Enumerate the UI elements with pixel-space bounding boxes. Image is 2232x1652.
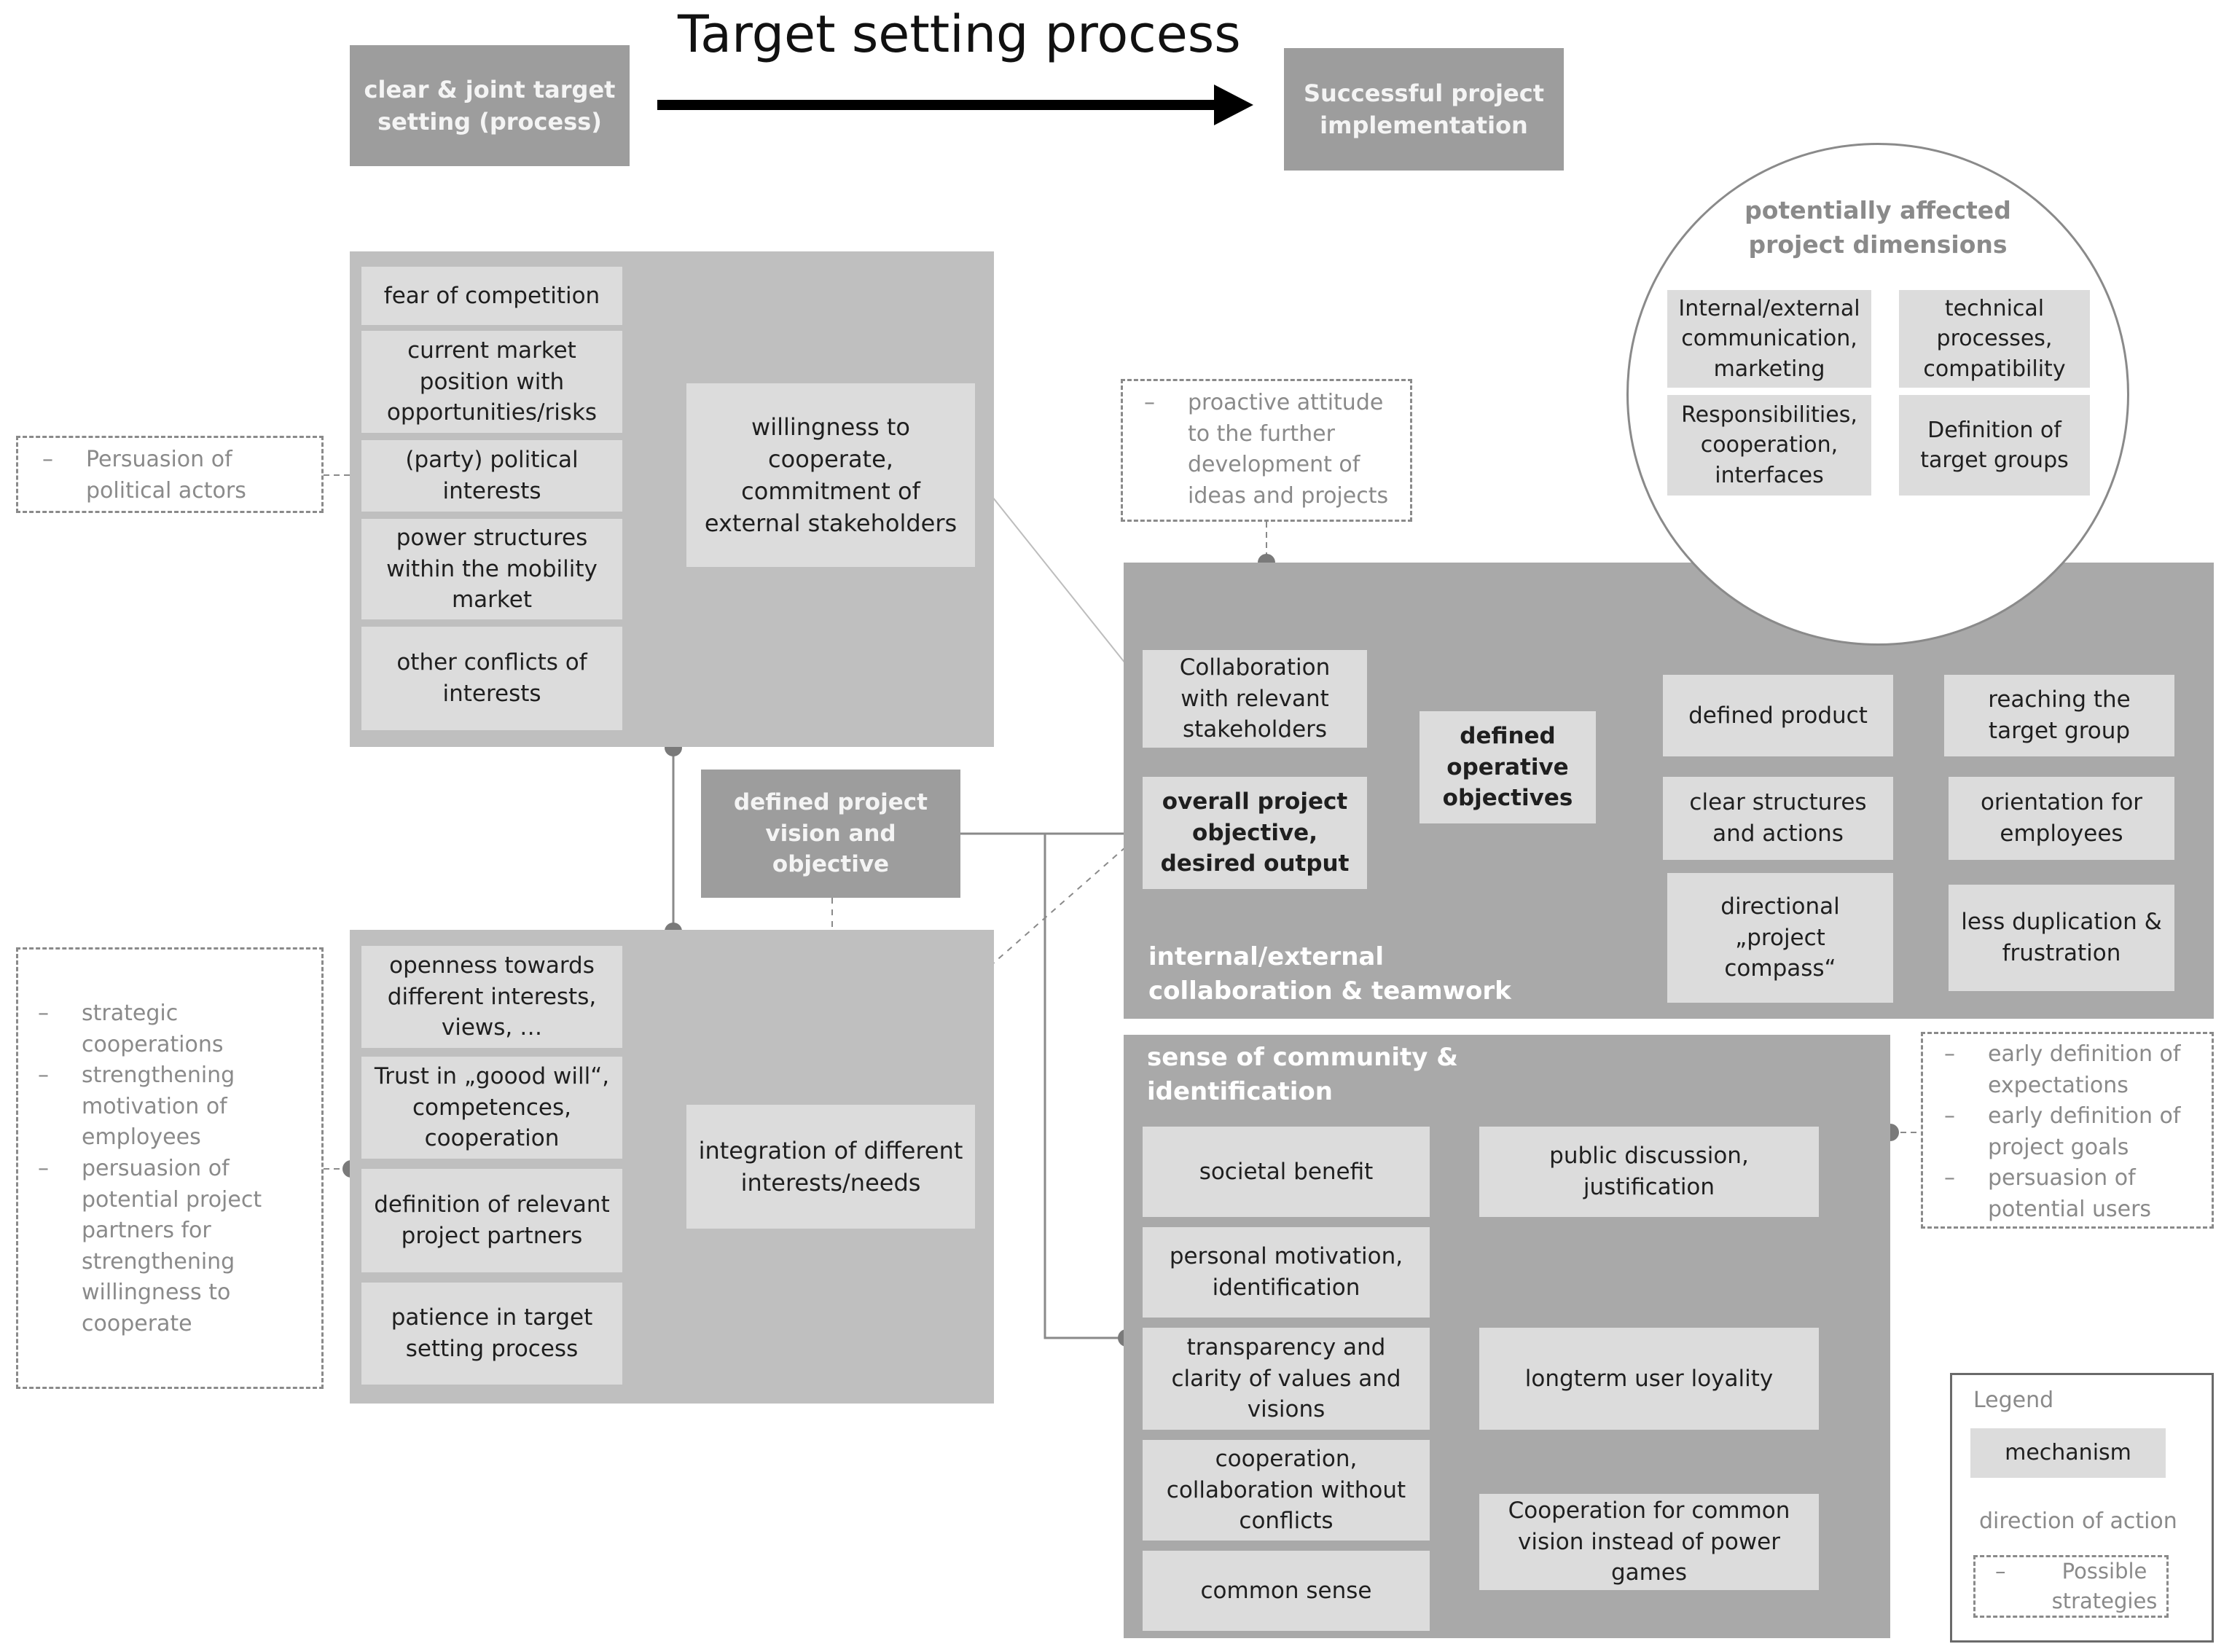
legend-direction-label: direction of action [1979, 1508, 2177, 1534]
common-sense-box: common sense [1143, 1551, 1430, 1631]
legend-strategy-item: Possible strategies [1995, 1557, 2170, 1616]
factor-market-position: current market position with opportuniti… [361, 331, 622, 433]
factor-patience: patience in target setting process [361, 1283, 622, 1385]
dimensions-title: potentially affected project dimensions [1745, 196, 2011, 259]
factor-fear-of-competition: fear of competition [361, 267, 622, 325]
personal-motivation-box: personal motivation, identification [1143, 1227, 1430, 1318]
legend-title: Legend [1973, 1387, 2054, 1413]
common-vision-box: Cooperation for common vision instead of… [1479, 1494, 1819, 1590]
successful-implementation-box: Successful project implementation [1284, 48, 1564, 171]
strategy-item: strategic cooperations [38, 998, 308, 1060]
clear-structures-box: clear structures and actions [1663, 777, 1893, 860]
collab-stakeholders-box: Collaboration with relevant stakeholders [1143, 650, 1367, 748]
process-arrow-head [1214, 85, 1253, 125]
dimensions-circle [1626, 143, 2129, 646]
public-discussion-box: public discussion, justification [1479, 1127, 1819, 1217]
strategy-list-right: early definition of expectations early d… [1944, 1039, 2206, 1226]
dimension-technical: technical processes, compatibility [1899, 290, 2090, 388]
strategy-item: strengthening motivation of employees [38, 1060, 308, 1154]
dimension-communication: Internal/external communication, marketi… [1667, 290, 1871, 388]
strategy-item: early definition of project goals [1944, 1101, 2206, 1163]
factor-trust: Trust in „goood will“, competences, coop… [361, 1057, 622, 1159]
mechanism-integration: integration of different interests/needs [686, 1105, 975, 1229]
strategy-item: persuasion of potential project partners… [38, 1154, 308, 1340]
mechanism-willingness: willingness to cooperate, commitment of … [686, 383, 975, 567]
factor-project-partners: definition of relevant project partners [361, 1169, 622, 1272]
transparency-box: transparency and clarity of values and v… [1143, 1328, 1430, 1430]
clear-target-setting-box: clear & joint target setting (process) [350, 45, 630, 166]
factor-power-structures: power structures within the mobility mar… [361, 519, 622, 619]
connector-line [1043, 834, 1124, 1339]
operative-objectives-box: defined operative objectives [1420, 711, 1596, 823]
cooperation-no-conflict-box: cooperation, collaboration without confl… [1143, 1440, 1430, 1541]
legend-strategies-label: Possible strategies [1995, 1557, 2170, 1616]
community-label: sense of community & identification [1147, 1043, 1458, 1106]
defined-product-box: defined product [1663, 675, 1893, 756]
page-title: Target setting process [678, 4, 1241, 64]
strategy-item: persuasion of potential users [1944, 1163, 2206, 1225]
collaboration-label: internal/external collaboration & teamwo… [1148, 942, 1511, 1006]
strategy-list-cooperation: strategic cooperations strengthening mot… [38, 998, 308, 1340]
strategy-item: Persuasion of political actors [42, 445, 319, 506]
strategy-list-proactive: proactive attitude to the further develo… [1144, 388, 1406, 512]
strategy-list-political: Persuasion of political actors [42, 445, 319, 506]
strategy-item: proactive attitude to the further develo… [1144, 388, 1406, 512]
overall-objective-box: overall project objective, desired outpu… [1143, 777, 1367, 889]
reaching-target-group-box: reaching the target group [1944, 675, 2174, 756]
longterm-loyalty-box: longterm user loyality [1479, 1328, 1819, 1430]
factor-political-interests: (party) political interests [361, 440, 622, 512]
less-duplication-box: less duplication & frustration [1949, 885, 2174, 991]
dimension-target-groups: Definition of target groups [1899, 395, 2090, 496]
orientation-employees-box: orientation for employees [1949, 777, 2174, 860]
factor-openness: openness towards different interests, vi… [361, 946, 622, 1048]
dimension-responsibilities: Responsibilities, cooperation, interface… [1667, 395, 1871, 496]
defined-vision-box: defined project vision and objective [701, 770, 960, 898]
societal-benefit-box: societal benefit [1143, 1127, 1430, 1217]
connector-line [974, 474, 1143, 686]
project-compass-box: directional „project compass“ [1667, 873, 1893, 1003]
factor-other-conflicts: other conflicts of interests [361, 627, 622, 730]
legend-mechanism-swatch: mechanism [1970, 1428, 2166, 1478]
strategy-item: early definition of expectations [1944, 1039, 2206, 1101]
